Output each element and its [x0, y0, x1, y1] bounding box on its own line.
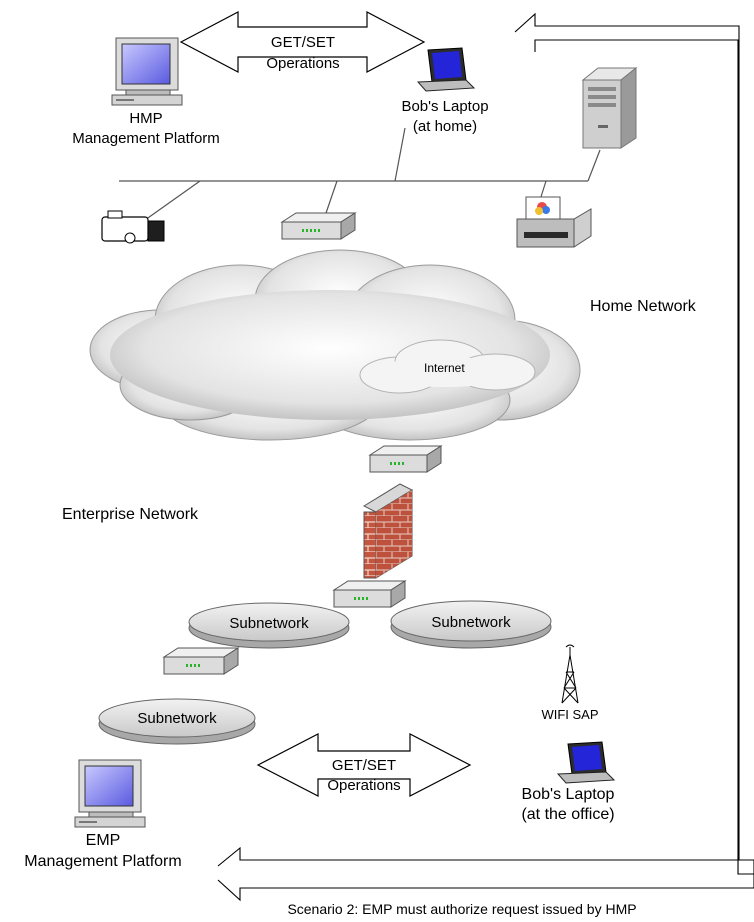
wifi-sap-label: WIFI SAP [541, 707, 598, 722]
home-ops-label-line2: Operations [266, 55, 339, 72]
home-laptop-label-line1: Bob's Laptop [401, 98, 488, 115]
home-lan-bus [119, 127, 601, 221]
emp-label-line2: Management Platform [24, 853, 181, 870]
internet-label: Internet [424, 361, 465, 375]
enterprise-core-router-icon [332, 580, 407, 608]
home-router-icon [280, 212, 357, 240]
office-laptop-icon [556, 741, 616, 784]
subnetwork-disc-3 [98, 698, 256, 745]
camcorder-icon [101, 210, 165, 244]
subnetwork-disc-2 [390, 600, 552, 649]
scenario-caption: Scenario 2: EMP must authorize request i… [287, 901, 636, 917]
home-getset-arrow: GET/SET Operations [179, 11, 426, 73]
internet-cloud [89, 249, 581, 441]
enterprise-ops-label-line1: GET/SET [332, 757, 396, 774]
firewall-icon [362, 483, 414, 579]
home-network-label: Home Network [590, 298, 697, 315]
subnetwork-label-1: Subnetwork [229, 615, 309, 632]
emp-computer-icon [74, 759, 146, 828]
home-laptop-icon [416, 47, 476, 92]
home-return-connector [514, 12, 754, 875]
home-ops-label-line1: GET/SET [271, 34, 335, 51]
enterprise-getset-arrow: GET/SET Operations [256, 733, 472, 797]
hmp-label-line2: Management Platform [72, 130, 220, 147]
subnetwork-label-2: Subnetwork [431, 614, 511, 631]
hmp-label-line1: HMP [129, 110, 162, 127]
subnetwork-disc-1 [188, 602, 350, 649]
office-laptop-label-line1: Bob's Laptop [522, 786, 615, 803]
hmp-computer-icon [111, 37, 183, 106]
enterprise-network-label: Enterprise Network [62, 506, 199, 523]
home-laptop-label-line2: (at home) [413, 118, 477, 135]
printer-icon [516, 196, 592, 248]
emp-label-line1: EMP [86, 832, 121, 849]
home-server-icon [581, 66, 638, 149]
wifi-antenna-icon [561, 644, 579, 704]
subnetwork-label-3: Subnetwork [137, 710, 217, 727]
enterprise-edge-router-icon [368, 445, 443, 473]
enterprise-access-router-icon [162, 647, 240, 675]
enterprise-ops-label-line2: Operations [327, 777, 400, 794]
emp-return-connector [217, 846, 754, 902]
office-laptop-label-line2: (at the office) [521, 806, 614, 823]
